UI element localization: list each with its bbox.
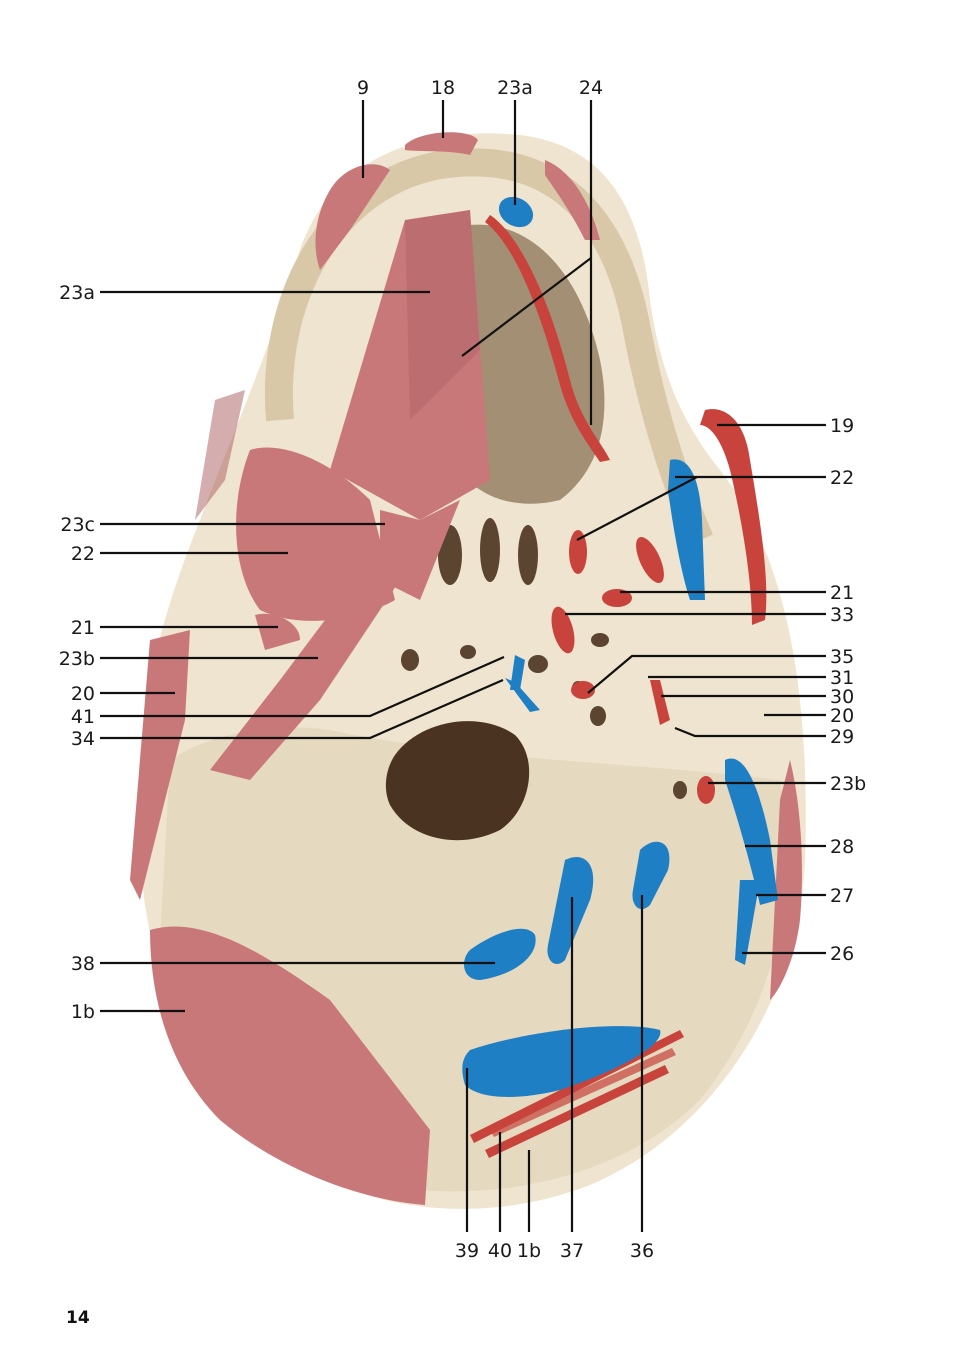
skull-illustration	[130, 132, 806, 1209]
jaw-arch	[265, 148, 713, 546]
label-22-right: 22	[830, 467, 854, 489]
labels-left: 23a 23c 22 21 23b 20 41 34 38 1b	[59, 282, 95, 1023]
label-35: 35	[830, 646, 854, 668]
label-36: 36	[630, 1240, 654, 1262]
label-33: 33	[830, 604, 854, 626]
label-34: 34	[71, 728, 95, 750]
label-26: 26	[830, 943, 854, 965]
muscles	[130, 132, 802, 1205]
labels-top: 9 18 23a 24	[357, 77, 603, 99]
label-23b-right: 23b	[830, 773, 866, 795]
label-23a-top: 23a	[497, 77, 533, 99]
label-23a-left: 23a	[59, 282, 95, 304]
label-38: 38	[71, 953, 95, 975]
label-27: 27	[830, 885, 854, 907]
label-20-right: 20	[830, 705, 854, 727]
label-23b-left: 23b	[59, 648, 95, 670]
labels-right: 19 22 21 33 35 31 30 20 29 23b 28 27 26	[830, 415, 866, 965]
label-31: 31	[830, 667, 854, 689]
label-9: 9	[357, 77, 369, 99]
page-number: 14	[66, 1308, 90, 1328]
label-40: 40	[488, 1240, 512, 1262]
label-1b-bottom: 1b	[517, 1240, 541, 1262]
blue-markings	[462, 196, 778, 1097]
label-28: 28	[830, 836, 854, 858]
label-39: 39	[455, 1240, 479, 1262]
label-30: 30	[830, 686, 854, 708]
foramen-magnum	[385, 721, 530, 841]
label-21-left: 21	[71, 617, 95, 639]
leader-lines	[100, 100, 826, 1232]
label-22-left: 22	[71, 543, 95, 565]
label-21-right: 21	[830, 582, 854, 604]
label-41: 41	[71, 706, 95, 728]
label-1b-left: 1b	[71, 1001, 95, 1023]
red-markings	[470, 215, 767, 1158]
label-19: 19	[830, 415, 854, 437]
small-foramina	[401, 518, 687, 799]
labels-bottom: 39 40 1b 37 36	[455, 1240, 654, 1262]
palate-cavity	[460, 224, 605, 504]
label-37: 37	[560, 1240, 584, 1262]
label-23c: 23c	[60, 514, 95, 536]
label-20-left: 20	[71, 683, 95, 705]
label-18: 18	[431, 77, 455, 99]
label-29: 29	[830, 726, 854, 748]
label-24: 24	[579, 77, 603, 99]
